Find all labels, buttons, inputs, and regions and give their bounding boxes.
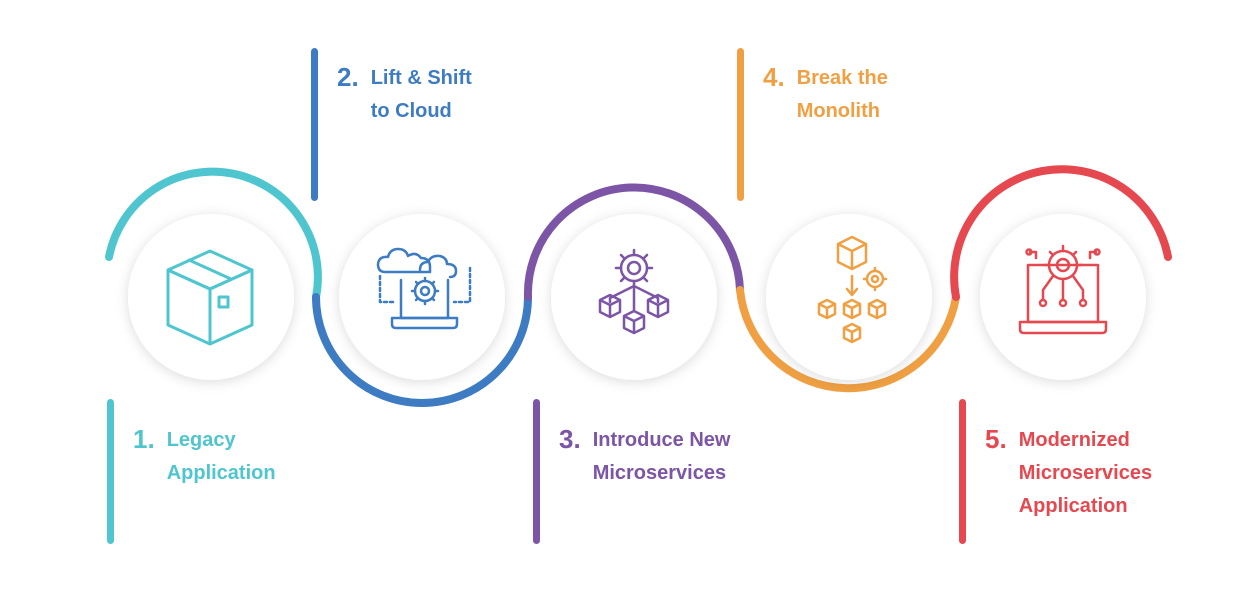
step-1-title: Legacy Application: [167, 424, 276, 490]
step-4-title: Break the Monolith: [797, 62, 888, 128]
step-3-title-line: Introduce New: [592, 429, 731, 451]
step-1-title-line: Legacy: [166, 429, 236, 451]
step-1-title-line: Application: [166, 462, 276, 484]
step-3-title: Introduce New Microservices: [593, 424, 731, 490]
step-3-title-line: Microservices: [592, 462, 727, 484]
step-4-marker-line: [737, 48, 744, 201]
step-4-label: 4. Break the Monolith: [763, 62, 888, 128]
step-4-title-line: Break the: [796, 67, 888, 89]
step-3-marker-line: [533, 399, 540, 544]
step-2-title: Lift & Shift to Cloud: [371, 62, 472, 128]
step-2-circle: [339, 214, 505, 380]
step-3-number: 3.: [559, 424, 581, 454]
cloud-laptop-icon: [376, 247, 472, 330]
step-1-label: 1. Legacy Application: [133, 424, 276, 490]
step-2-label: 2. Lift & Shift to Cloud: [337, 62, 472, 128]
wave-segment-3: [523, 183, 744, 301]
step-4-title-line: Monolith: [796, 100, 880, 122]
step-5-title-line: Modernized: [1018, 429, 1130, 451]
wave-segment-5: [950, 165, 1172, 301]
wave-segment-4: [736, 286, 960, 393]
cubes-breakdown-icon: [817, 235, 888, 344]
step-2-title-line: to Cloud: [370, 100, 452, 122]
step-circles: [128, 214, 1146, 380]
step-5-marker-line: [959, 399, 966, 544]
wave-connector: [105, 165, 1172, 407]
gear-network-icon: [598, 248, 670, 335]
wave-segment-2: [312, 293, 532, 407]
wave-segment-1: [105, 167, 322, 301]
step-1-marker-line: [107, 399, 114, 544]
step-2-marker-line: [311, 48, 318, 201]
step-5-number: 5.: [985, 424, 1007, 454]
gear-laptop-icon: [1018, 244, 1108, 335]
step-4-number: 4.: [763, 62, 785, 92]
step-5-title-line: Microservices: [1018, 462, 1153, 484]
step-1-number: 1.: [133, 424, 155, 454]
step-5-label: 5. Modernized Microservices Application: [985, 424, 1152, 523]
step-2-title-line: Lift & Shift: [370, 67, 472, 89]
step-2-number: 2.: [337, 62, 359, 92]
box-icon: [166, 249, 254, 346]
step-5-title-line: Application: [1018, 495, 1128, 517]
step-4-circle: [766, 214, 932, 380]
step-3-label: 3. Introduce New Microservices: [559, 424, 730, 490]
step-5-title: Modernized Microservices Application: [1019, 424, 1152, 523]
